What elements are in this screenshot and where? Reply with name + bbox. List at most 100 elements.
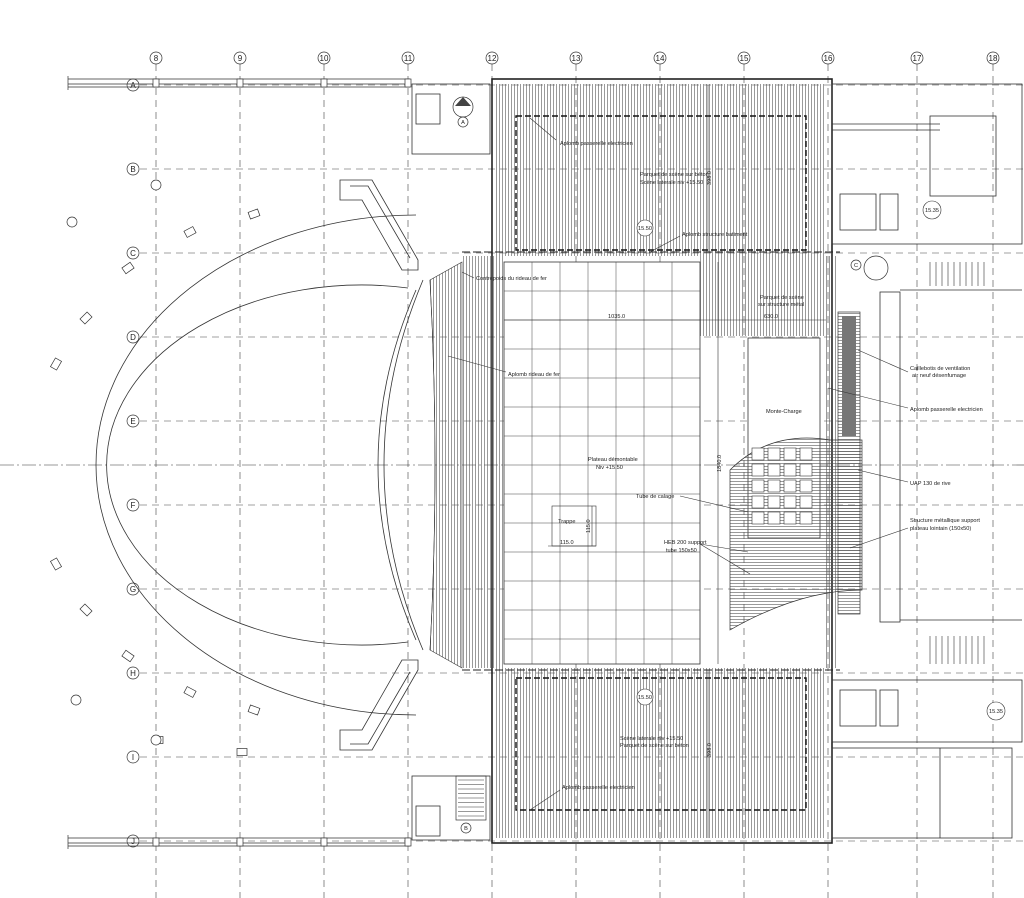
level-marker-top: 15.50	[636, 219, 654, 237]
rail-post	[404, 78, 412, 88]
lift-cell	[799, 511, 813, 525]
svg-text:D: D	[130, 333, 136, 342]
svg-text:J: J	[131, 837, 135, 846]
label-aplomb-passerelle-bottom: Aplomb passerelle electricien	[562, 785, 635, 791]
column-bubble-17: 17	[910, 51, 924, 65]
rail-post	[236, 837, 244, 847]
label-dim-bottom: 398.0	[707, 743, 713, 757]
column-bubble-12: 12	[485, 51, 499, 65]
svg-text:11: 11	[404, 54, 413, 63]
seat-marker	[247, 208, 261, 220]
row-bubble-D: D	[126, 330, 140, 344]
label-parquet-top-1: Parquet de scène sur béton	[640, 172, 709, 178]
svg-text:9: 9	[238, 54, 243, 63]
lift-cell	[783, 479, 797, 493]
column-bubble-18: 18	[986, 51, 1000, 65]
rail-post	[404, 837, 412, 847]
svg-text:14: 14	[656, 54, 665, 63]
stair-label-c: C	[854, 263, 858, 269]
lift-cell	[767, 447, 781, 461]
label-parquet-metal-2: sur structure métal	[758, 302, 804, 308]
label-aplomb-passerelle-right: Aplomb passerelle electricien	[910, 407, 983, 413]
label-heb-1: HEB 200 support	[664, 540, 707, 546]
lift-cell	[783, 511, 797, 525]
svg-text:F: F	[131, 501, 136, 510]
column-bubble-13: 13	[569, 51, 583, 65]
seat-marker	[49, 357, 63, 371]
left-structures	[339, 83, 491, 841]
row-bubble-B: B	[126, 162, 140, 176]
svg-text:10: 10	[320, 54, 329, 63]
label-aplomb-passerelle-top: Aplomb passerelle electricien	[560, 141, 633, 147]
stage-right-hatch	[700, 256, 826, 336]
seat-marker	[183, 226, 197, 238]
left-stair-bottom: B	[455, 775, 487, 834]
ventilation-grille-inner	[842, 316, 856, 436]
label-tube-calage: Tube de calage	[636, 494, 674, 500]
seat-marker	[247, 704, 261, 716]
lift-cell	[783, 495, 797, 509]
label-dim-115-h: 115.0	[560, 540, 574, 546]
svg-text:C: C	[130, 249, 136, 258]
label-dim-1035: 1035.0	[608, 314, 625, 320]
label-dim-top: 398.0	[707, 171, 713, 185]
column-bubble-16: 16	[821, 51, 835, 65]
label-scene-bottom-2: Parquet de scène sur béton	[620, 743, 689, 749]
label-parquet-top-2: Scène laterale niv +15.50	[640, 180, 703, 186]
label-dim-630: 630.0	[764, 314, 778, 320]
row-bubble-I: I	[126, 750, 140, 764]
column-bubble-15: 15	[737, 51, 751, 65]
row-bubble-J: J	[126, 834, 140, 848]
right-rooms	[831, 83, 1023, 839]
svg-text:8: 8	[154, 54, 159, 63]
svg-text:G: G	[130, 585, 136, 594]
passerelle-bottom	[515, 677, 807, 811]
column-bubble-8: 8	[149, 51, 163, 65]
label-parquet-metal-1: Parquet de scène	[760, 295, 804, 301]
column-bubble-9: 9	[233, 51, 247, 65]
seat-marker	[183, 686, 197, 698]
rail-post	[320, 78, 328, 88]
side-stage-bottom	[496, 668, 826, 838]
lift-cell	[767, 495, 781, 509]
svg-text:15.50: 15.50	[638, 226, 652, 232]
svg-text:15.50: 15.50	[638, 695, 652, 701]
seat-marker	[121, 649, 135, 663]
lift-cell	[783, 447, 797, 461]
lift-cell	[751, 495, 765, 509]
lift-cell	[799, 495, 813, 509]
row-bubble-A: A	[126, 78, 140, 92]
dimension-lines	[504, 85, 826, 838]
lift-cell	[751, 479, 765, 493]
stage-platform	[503, 261, 701, 665]
stage-left-hatch	[462, 256, 504, 668]
row-bubble-C: C	[126, 246, 140, 260]
label-contrepoids: Contrepoids du rideau de fer	[476, 276, 547, 282]
lift-cell	[783, 463, 797, 477]
label-caillebotis-1: Caillebotis de ventilation	[910, 366, 970, 372]
svg-text:17: 17	[913, 54, 922, 63]
facade-rail-posts	[152, 78, 412, 847]
svg-text:16: 16	[824, 54, 833, 63]
label-monte-charge: Monte-Charge	[766, 409, 802, 415]
label-heb-2: tube 150x50	[666, 548, 697, 554]
label-structure-1: Structure métallique support	[910, 518, 980, 524]
column-bubble-10: 10	[317, 51, 331, 65]
svg-text:15.35: 15.35	[925, 208, 939, 214]
rail-post	[152, 78, 160, 88]
seat-markers-circles	[66, 179, 162, 746]
lift-cell	[799, 447, 813, 461]
row-bubble-F: F	[126, 498, 140, 512]
seat-marker	[79, 603, 93, 617]
svg-text:12: 12	[488, 54, 497, 63]
lift-cell	[767, 511, 781, 525]
row-bubble-H: H	[126, 666, 140, 680]
label-caillebotis-2: air neuf désenfumage	[912, 373, 966, 379]
level-marker-right-top: 15.35	[922, 200, 942, 220]
right-stair-bottom	[929, 636, 985, 664]
stair-label-b: B	[464, 826, 468, 832]
rail-post	[236, 78, 244, 88]
label-plateau-1: Plateau démontable	[588, 457, 638, 463]
seat-marker	[236, 748, 248, 756]
